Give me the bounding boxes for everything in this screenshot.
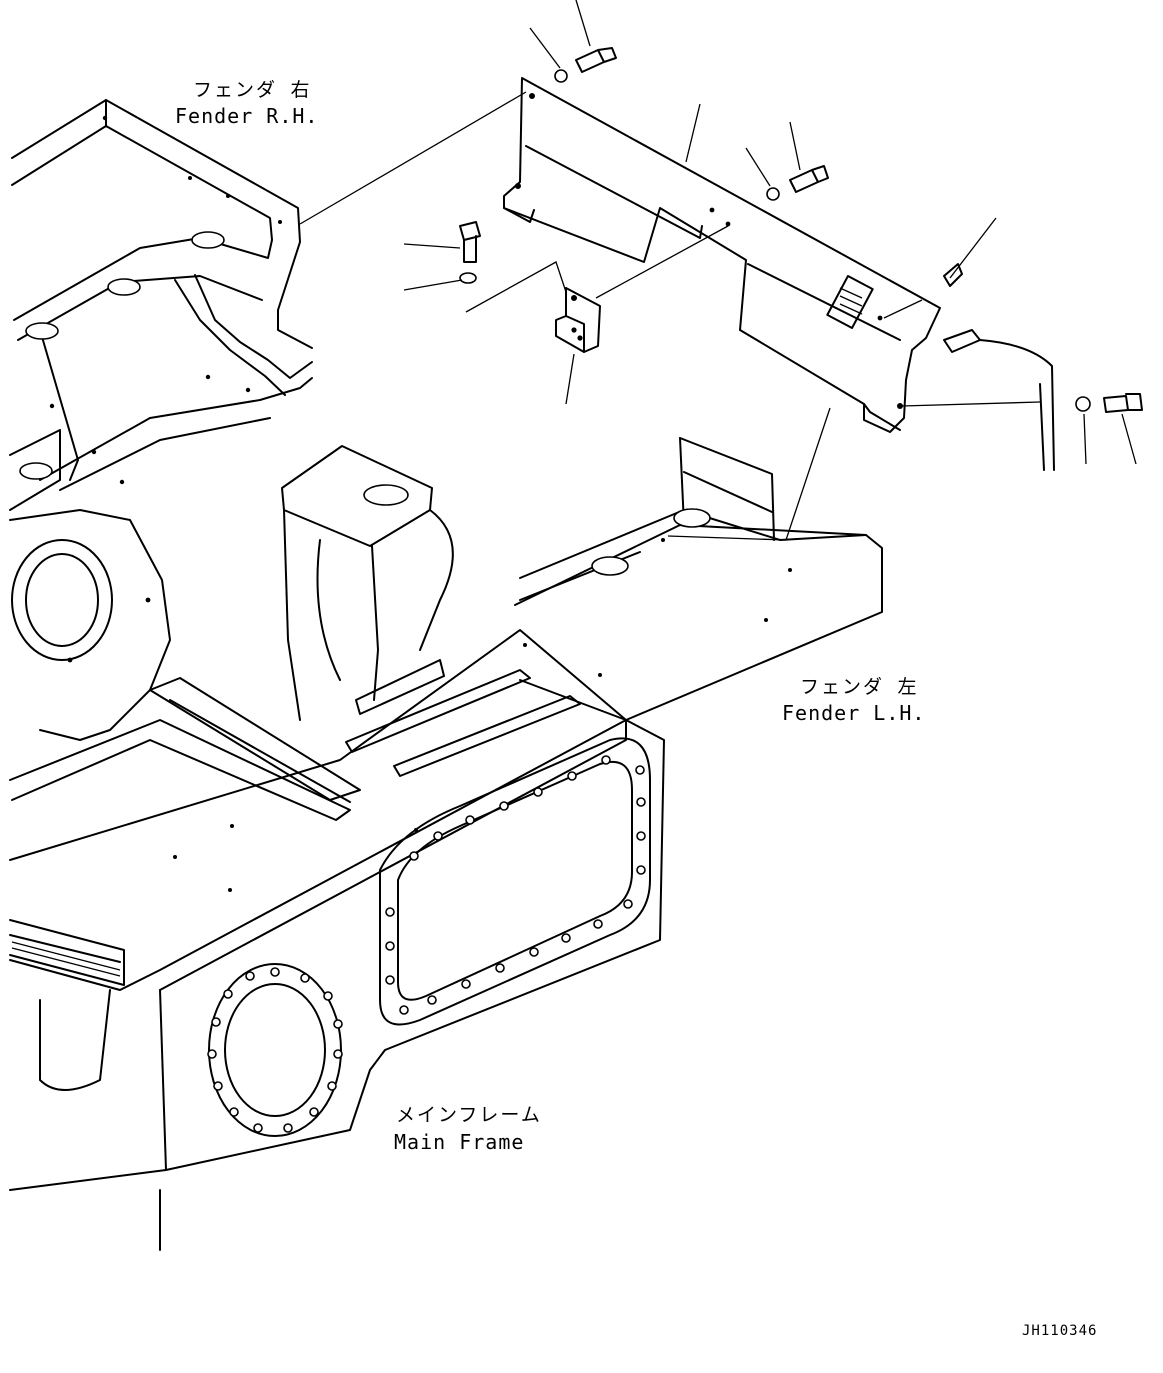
leader-lines: [299, 0, 1137, 541]
l-bracket-drawing: [555, 287, 601, 353]
drawing-code: JH110346: [1022, 1323, 1098, 1339]
fender-lh-label-jp: フェンダ 左: [800, 676, 919, 698]
harness-connector: [943, 329, 1055, 471]
main-frame-label-jp: メインフレーム: [396, 1104, 542, 1126]
bolt-left: [459, 221, 481, 284]
fender-lh-label-en: Fender L.H.: [782, 701, 926, 725]
fender-plate-drawing: [503, 77, 941, 433]
bolt-top: [554, 47, 617, 83]
bolt-middle: [766, 165, 829, 201]
fender-rh-label-jp: フェンダ 右: [193, 79, 312, 101]
connector-clip: [943, 263, 963, 287]
fender-rh-label-en: Fender R.H.: [175, 104, 319, 128]
main-frame-drawing: [9, 99, 883, 1251]
frame-window-bolt-holes: [385, 755, 646, 1015]
axle-flange-bolt-holes: [207, 967, 343, 1133]
main-frame-label-en: Main Frame: [394, 1130, 525, 1154]
bolt-right: [1075, 393, 1143, 413]
